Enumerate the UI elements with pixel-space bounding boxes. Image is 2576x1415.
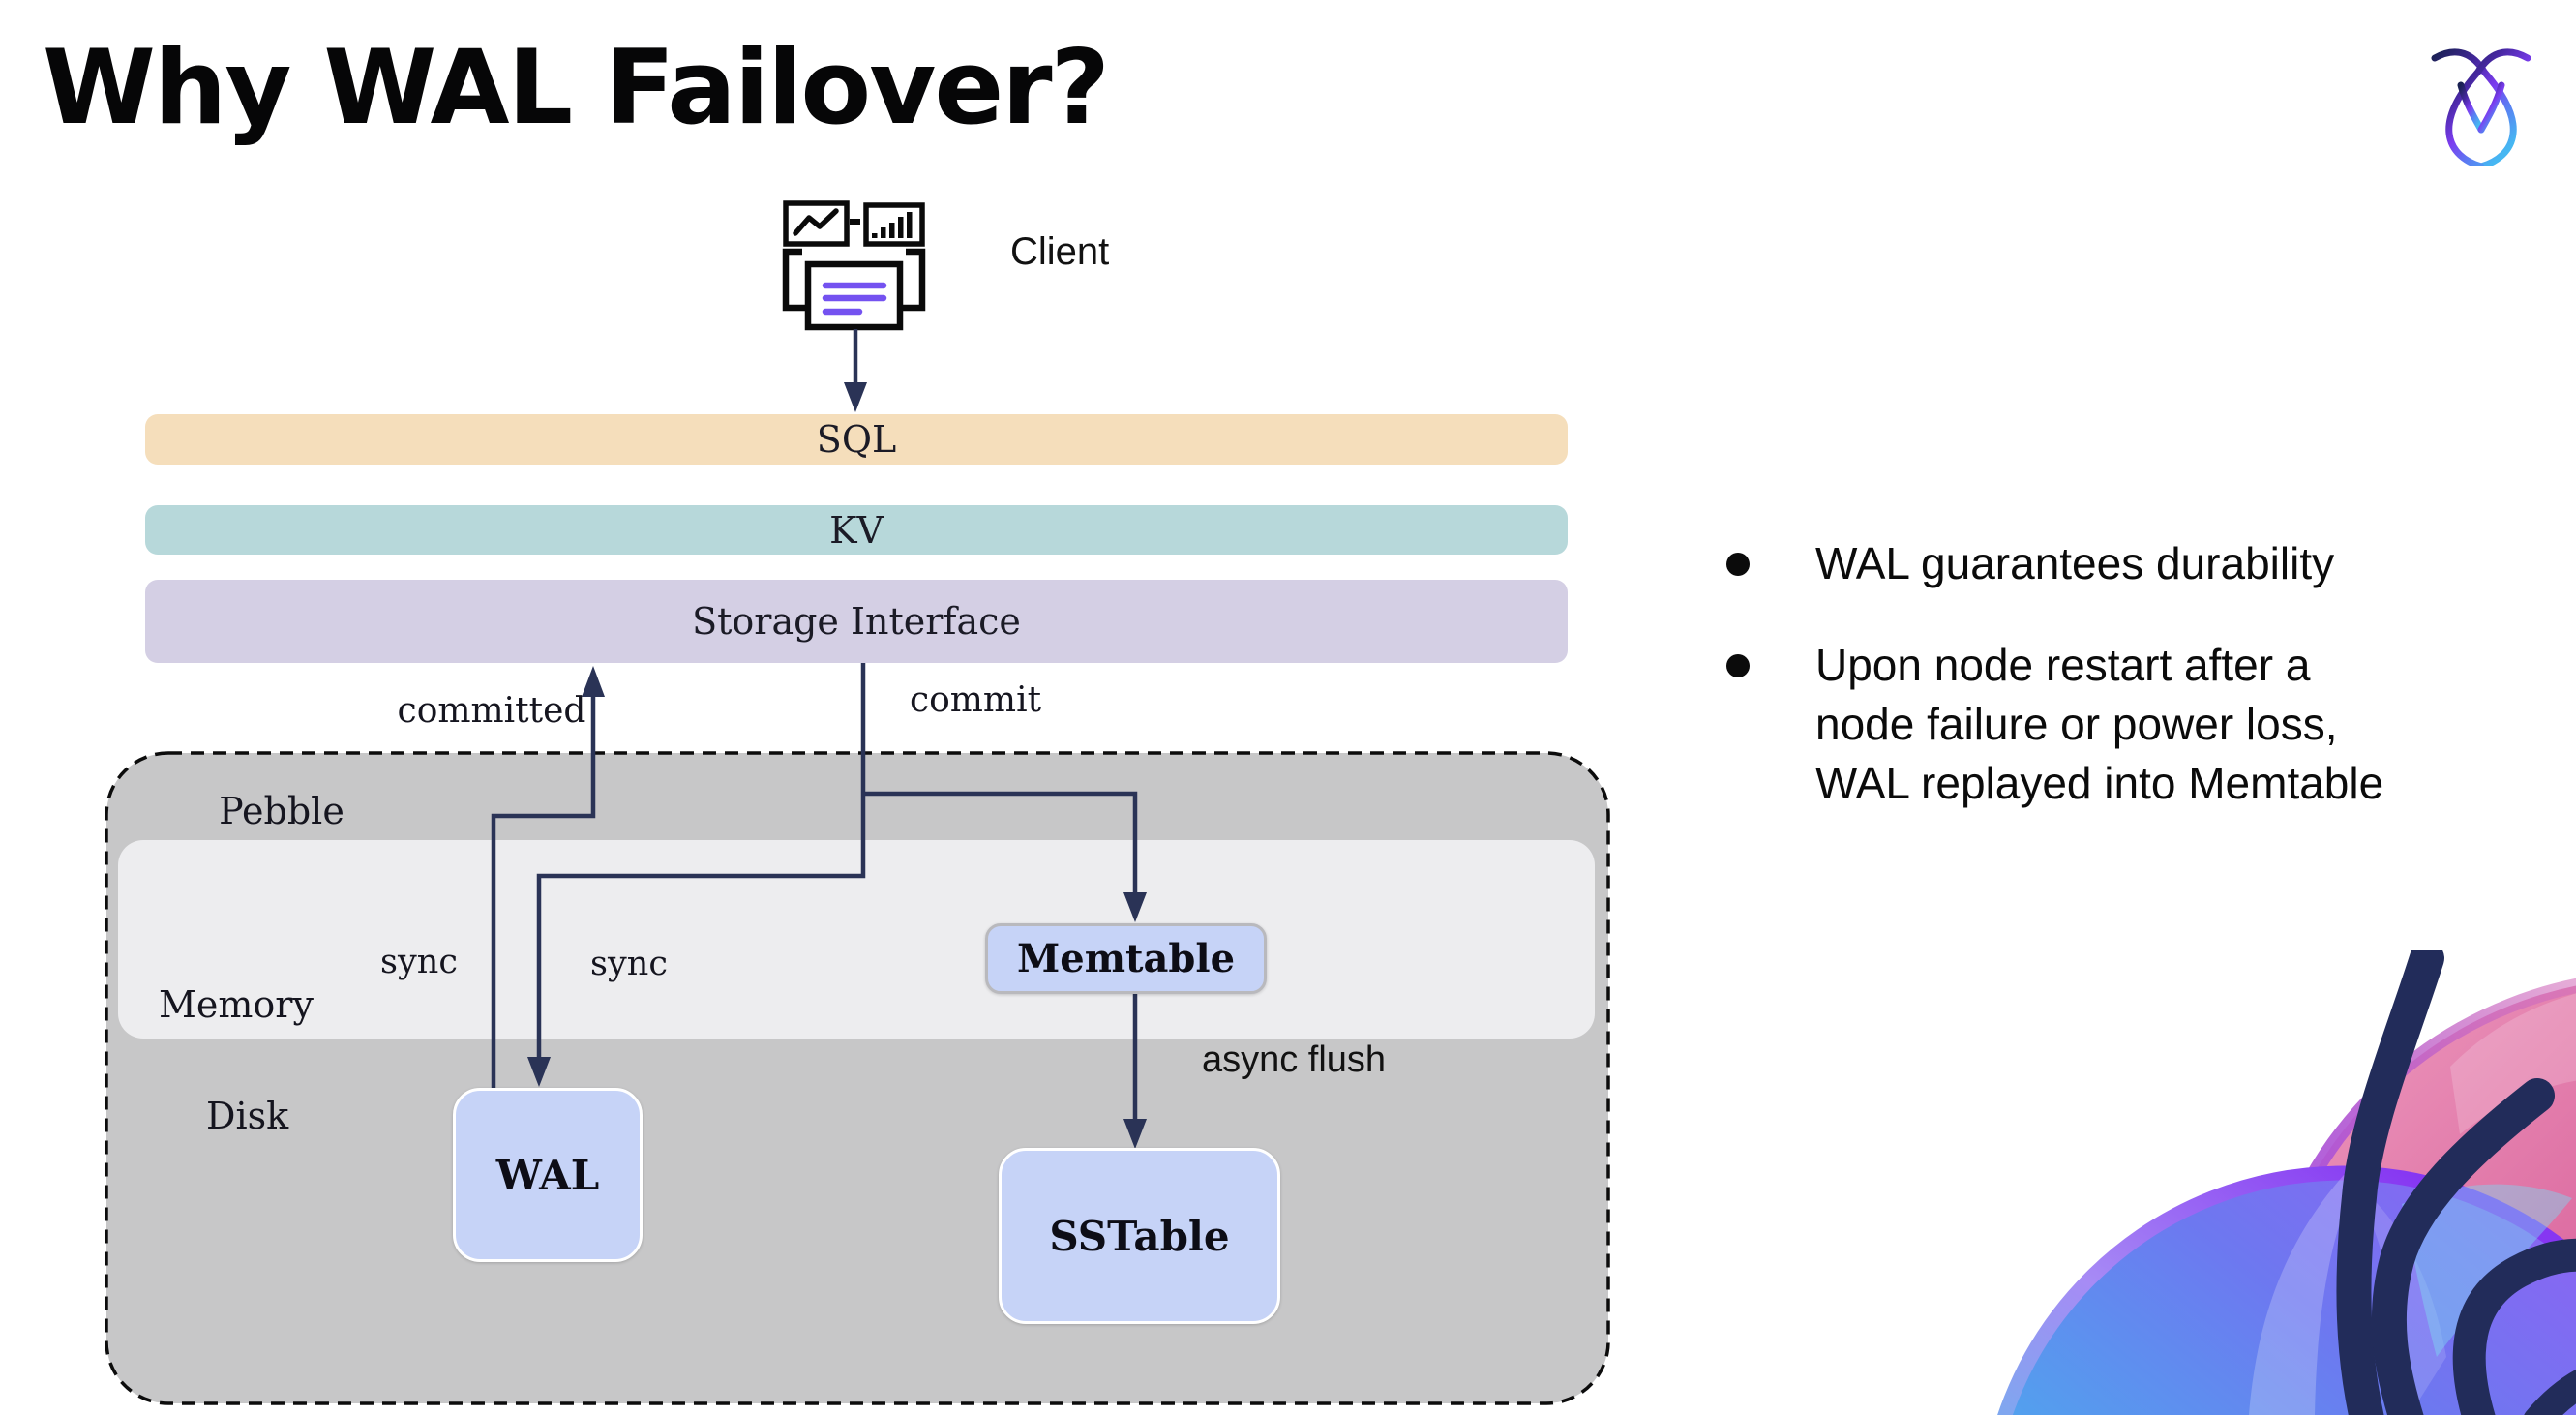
wal-node-label: WAL xyxy=(495,1151,600,1199)
sync-edge-label-right: sync xyxy=(590,945,668,983)
memory-region xyxy=(118,840,1595,1039)
document-icon xyxy=(804,260,904,331)
roach-motif-curves xyxy=(2336,950,2576,1415)
list-item: WAL guarantees durability xyxy=(1726,534,2559,593)
async-flush-edge-label: async flush xyxy=(1201,1039,1387,1080)
bullet-list: WAL guarantees durability Upon node rest… xyxy=(1726,534,2559,813)
cockroachdb-logo-icon xyxy=(2431,48,2531,166)
pink-sphere xyxy=(2252,978,2576,1415)
client-device-icons xyxy=(782,200,926,331)
layer-bar-sql: SQL xyxy=(145,414,1568,465)
monitor-bracket-icon xyxy=(782,248,926,312)
memtable-node: Memtable xyxy=(985,923,1267,994)
sstable-node-label: SSTable xyxy=(1049,1212,1230,1260)
sstable-node: SSTable xyxy=(999,1148,1280,1324)
bullet-dot-icon xyxy=(1726,553,1750,576)
bullet-dot-icon xyxy=(1726,654,1750,677)
sync-edge-label-left: sync xyxy=(380,943,458,981)
layer-label-storage-interface: Storage Interface xyxy=(692,600,1021,643)
disk-label: Disk xyxy=(206,1095,289,1137)
wal-node: WAL xyxy=(453,1088,643,1262)
commit-edge-label: commit xyxy=(909,680,1042,720)
bullet-text: Upon node restart after a node failure o… xyxy=(1815,640,2384,808)
committed-edge-label: committed xyxy=(397,691,586,731)
blue-sphere xyxy=(1997,1165,2576,1415)
bullet-text: WAL guarantees durability xyxy=(1815,538,2335,588)
memory-label: Memory xyxy=(159,983,314,1026)
layer-label-kv: KV xyxy=(829,508,884,552)
page-title: Why WAL Failover? xyxy=(43,28,1110,147)
brand-spheres-art xyxy=(1997,950,2576,1415)
layer-bar-kv: KV xyxy=(145,505,1568,555)
bar-chart-icon xyxy=(863,202,925,247)
list-item: Upon node restart after a node failure o… xyxy=(1726,636,2559,813)
line-chart-icon xyxy=(783,200,850,247)
layer-bar-storage-interface: Storage Interface xyxy=(145,580,1568,663)
layer-label-sql: SQL xyxy=(816,418,897,461)
client-label: Client xyxy=(1010,230,1110,273)
pebble-label: Pebble xyxy=(219,790,344,832)
memtable-node-label: Memtable xyxy=(1016,936,1236,981)
